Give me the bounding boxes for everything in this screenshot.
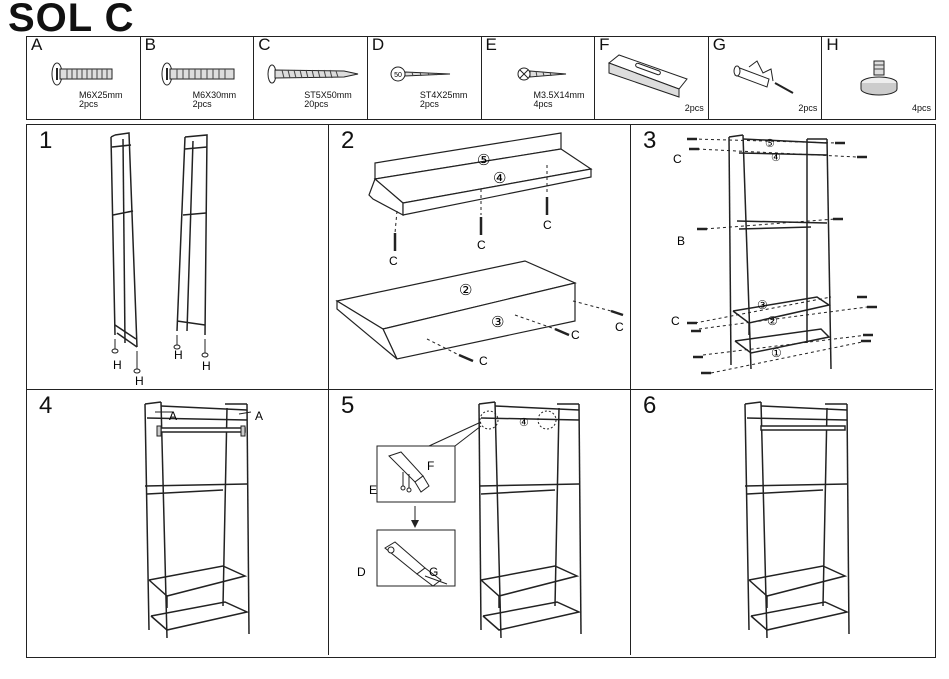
- wood-screw-icon: [267, 64, 359, 84]
- label-f: F: [427, 459, 434, 473]
- panel-1-label: ①: [771, 346, 782, 360]
- panel-2-label: ②: [767, 314, 778, 328]
- step-2: 2: [329, 125, 631, 390]
- panel-4-label: ④: [519, 417, 529, 429]
- panel-4-label: ④: [493, 170, 506, 187]
- panel-3-label: ③: [491, 314, 504, 331]
- label-h: H: [202, 359, 211, 373]
- frame-assembly-illustration: C B C ⑤ ④ ③ ② ①: [671, 134, 877, 375]
- part-qty: 2pcs: [684, 103, 704, 113]
- part-letter: F: [599, 35, 610, 54]
- step-number: 5: [341, 392, 355, 419]
- label-h: H: [174, 348, 183, 362]
- part-qty: 2pcs: [798, 103, 818, 113]
- machine-screw-icon: [51, 62, 113, 86]
- step-6: 6: [631, 390, 933, 655]
- label-h: H: [113, 358, 122, 372]
- label-c: C: [389, 254, 398, 268]
- panel-5-label: ⑤: [765, 138, 775, 150]
- label-a: A: [169, 409, 177, 423]
- part-letter: H: [826, 35, 839, 54]
- panel-4-label: ④: [771, 152, 781, 164]
- finished-rack-illustration: [744, 401, 850, 639]
- label-c: C: [673, 152, 682, 166]
- wood-screw-icon: 50: [390, 66, 450, 82]
- adjustable-foot-icon: [860, 60, 898, 96]
- side-frames-illustration: H H H H: [110, 132, 211, 388]
- step-number: 4: [39, 392, 53, 419]
- panel-3-label: ③: [757, 298, 768, 312]
- small-screw-icon: [517, 67, 566, 81]
- step-number: 6: [643, 392, 657, 419]
- hanging-rail-illustration: A A: [144, 401, 263, 639]
- step-number: 2: [341, 127, 355, 154]
- part-letter: G: [712, 35, 726, 54]
- panel-5-label: ⑤: [477, 152, 490, 169]
- l-bracket-icon: [608, 54, 688, 98]
- step-5: 5 ④: [329, 390, 631, 655]
- label-h: H: [135, 374, 144, 388]
- label-c: C: [479, 354, 488, 368]
- machine-screw-icon: [161, 62, 235, 86]
- label-d: D: [357, 565, 366, 579]
- label-c: C: [571, 328, 580, 342]
- svg-text:50: 50: [394, 72, 402, 79]
- part-letter: C: [258, 35, 271, 54]
- step-number: 3: [643, 127, 657, 154]
- part-f: F 2pcs: [595, 35, 709, 119]
- step-3: 3: [631, 125, 933, 390]
- step-4: 4: [27, 390, 329, 655]
- part-qty: 4pcs: [911, 103, 931, 113]
- label-c: C: [671, 314, 680, 328]
- label-a: A: [255, 409, 263, 423]
- part-g: G 2pcs: [709, 35, 823, 119]
- label-g: G: [429, 565, 438, 579]
- label-c: C: [615, 320, 624, 334]
- label-e: E: [369, 483, 377, 497]
- shelf-panels-illustration: C C C C C C ⑤ ④ ② ③: [335, 132, 624, 368]
- part-letter: A: [31, 35, 43, 54]
- label-b: B: [677, 234, 685, 248]
- wall-fixing-illustration: ④ F E: [357, 401, 582, 639]
- step-1: 1: [27, 125, 329, 390]
- step-number: 1: [39, 127, 53, 154]
- panel-2-label: ②: [459, 282, 472, 299]
- wall-anchor-icon: [733, 60, 794, 94]
- part-letter: B: [144, 35, 156, 54]
- product-title: SOL C: [8, 0, 135, 40]
- part-h: H 4pcs: [822, 35, 935, 119]
- assembly-steps: 1: [26, 124, 936, 658]
- label-c: C: [477, 238, 486, 252]
- part-letter: D: [371, 35, 385, 54]
- label-c: C: [543, 218, 552, 232]
- part-letter: E: [485, 35, 497, 54]
